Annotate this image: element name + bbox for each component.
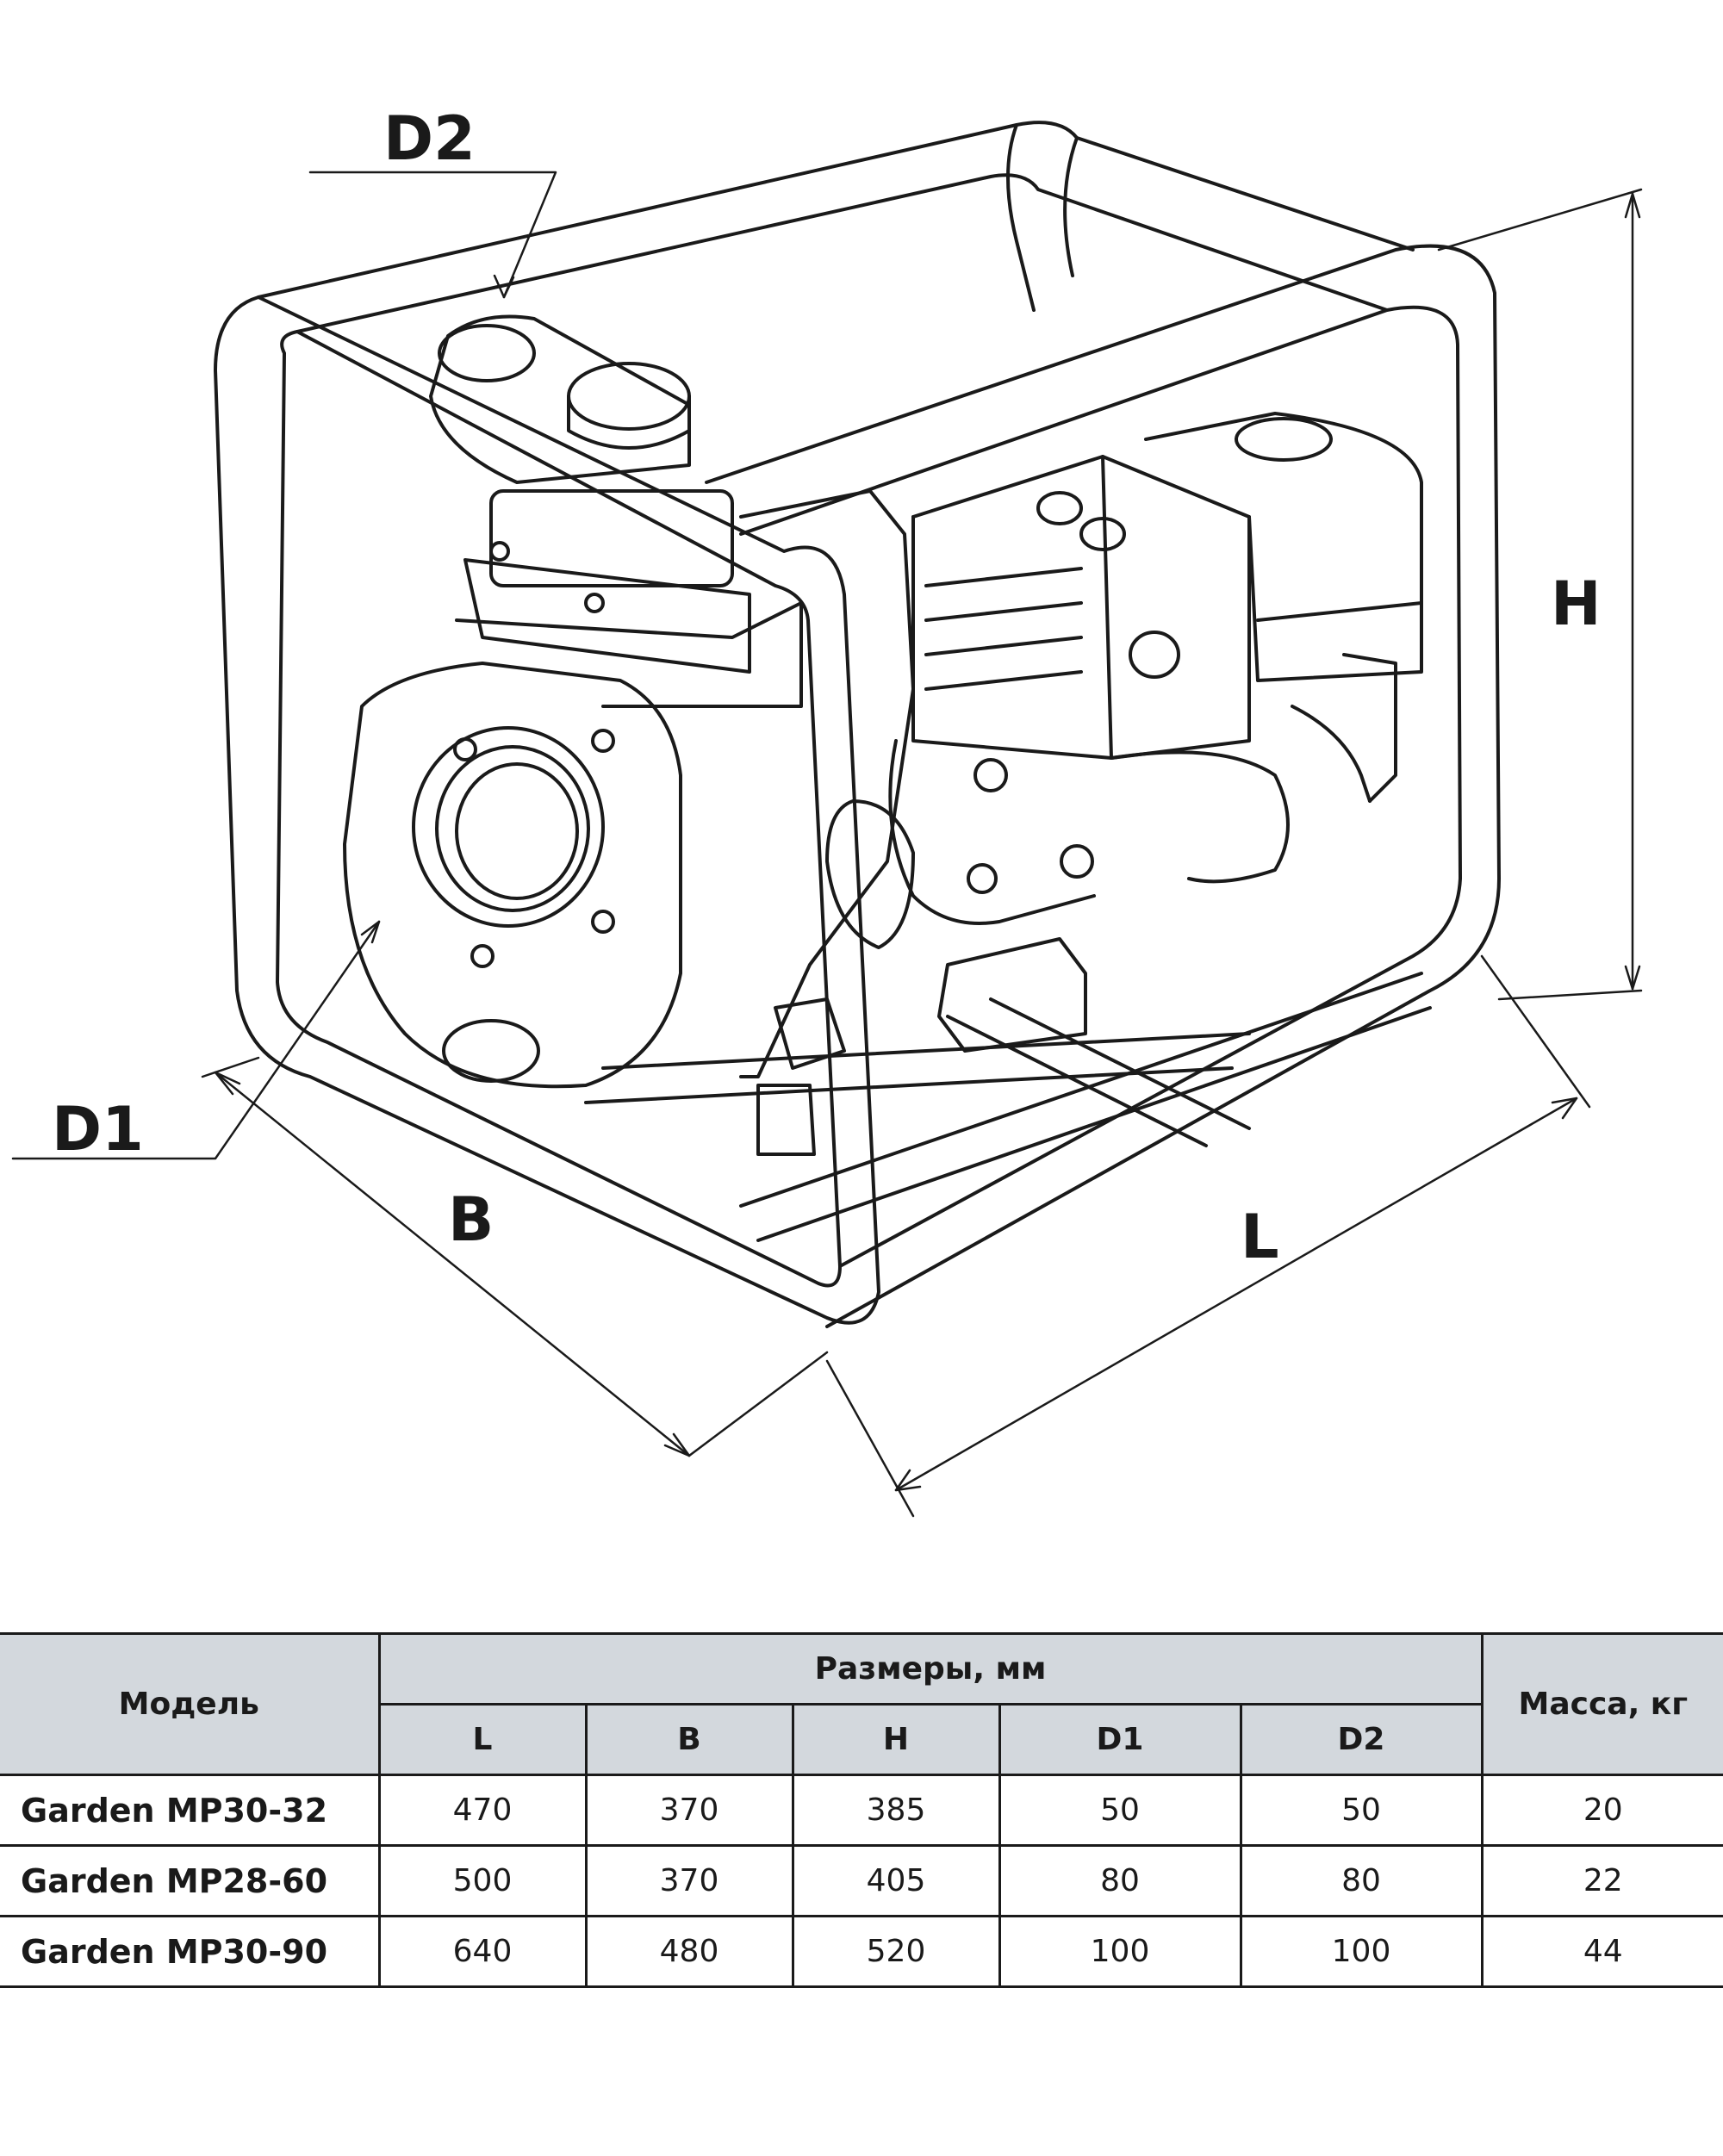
- dimension-lines: [11, 171, 1643, 1518]
- header-dimensions: Размеры, мм: [377, 1632, 1484, 1706]
- cell-d1: 80: [998, 1844, 1242, 1917]
- header-mass: Масса, кг: [1480, 1632, 1723, 1776]
- header-col-b: B: [584, 1703, 794, 1776]
- cell-l: 500: [377, 1844, 588, 1917]
- label-d2: D2: [383, 103, 476, 174]
- cell-d1: 100: [998, 1915, 1242, 1988]
- cell-h: 405: [791, 1844, 1001, 1917]
- cell-model: Garden MP30-90: [0, 1915, 381, 1988]
- table-row: Garden MP30-32 470 370 385 50 50 20: [0, 1774, 1723, 1847]
- header-col-h: H: [791, 1703, 1001, 1776]
- frame-rear-loop: [705, 244, 1501, 1328]
- cell-mass: 44: [1480, 1915, 1723, 1988]
- pump-housing: [343, 314, 803, 1089]
- cell-model: Garden MP28-60: [0, 1844, 381, 1917]
- cell-b: 370: [584, 1844, 794, 1917]
- cell-b: 370: [584, 1774, 794, 1847]
- cell-d1: 50: [998, 1774, 1242, 1847]
- header-col-d1: D1: [998, 1703, 1242, 1776]
- cell-d2: 80: [1239, 1844, 1484, 1917]
- table-row: Garden MP28-60 500 370 405 80 80 22: [0, 1844, 1723, 1917]
- label-d1: D1: [52, 1094, 144, 1165]
- cell-d2: 50: [1239, 1774, 1484, 1847]
- label-h: H: [1551, 569, 1602, 639]
- cell-mass: 22: [1480, 1844, 1723, 1917]
- header-model: Модель: [0, 1632, 381, 1776]
- cell-model: Garden MP30-32: [0, 1774, 381, 1847]
- table-row: Garden MP30-90 640 480 520 100 100 44: [0, 1915, 1723, 1988]
- label-l: L: [1241, 1202, 1279, 1272]
- label-b: B: [448, 1184, 494, 1255]
- cell-d2: 100: [1239, 1915, 1484, 1988]
- specification-table: Модель Размеры, мм Масса, кг L B H D1 D2…: [0, 1632, 1723, 1988]
- cell-l: 470: [377, 1774, 588, 1847]
- header-col-l: L: [377, 1703, 588, 1776]
- engine-block: [739, 412, 1423, 1156]
- cell-h: 520: [791, 1915, 1001, 1988]
- cell-mass: 20: [1480, 1774, 1723, 1847]
- frame-top-rails: [257, 121, 1415, 333]
- cell-l: 640: [377, 1915, 588, 1988]
- cell-b: 480: [584, 1915, 794, 1988]
- frame-base-rails: [584, 972, 1432, 1242]
- frame-front-loop: [214, 295, 880, 1325]
- cell-h: 385: [791, 1774, 1001, 1847]
- header-col-d2: D2: [1239, 1703, 1484, 1776]
- pump-dimension-drawing: D2 D1 H B L: [11, 103, 1643, 1518]
